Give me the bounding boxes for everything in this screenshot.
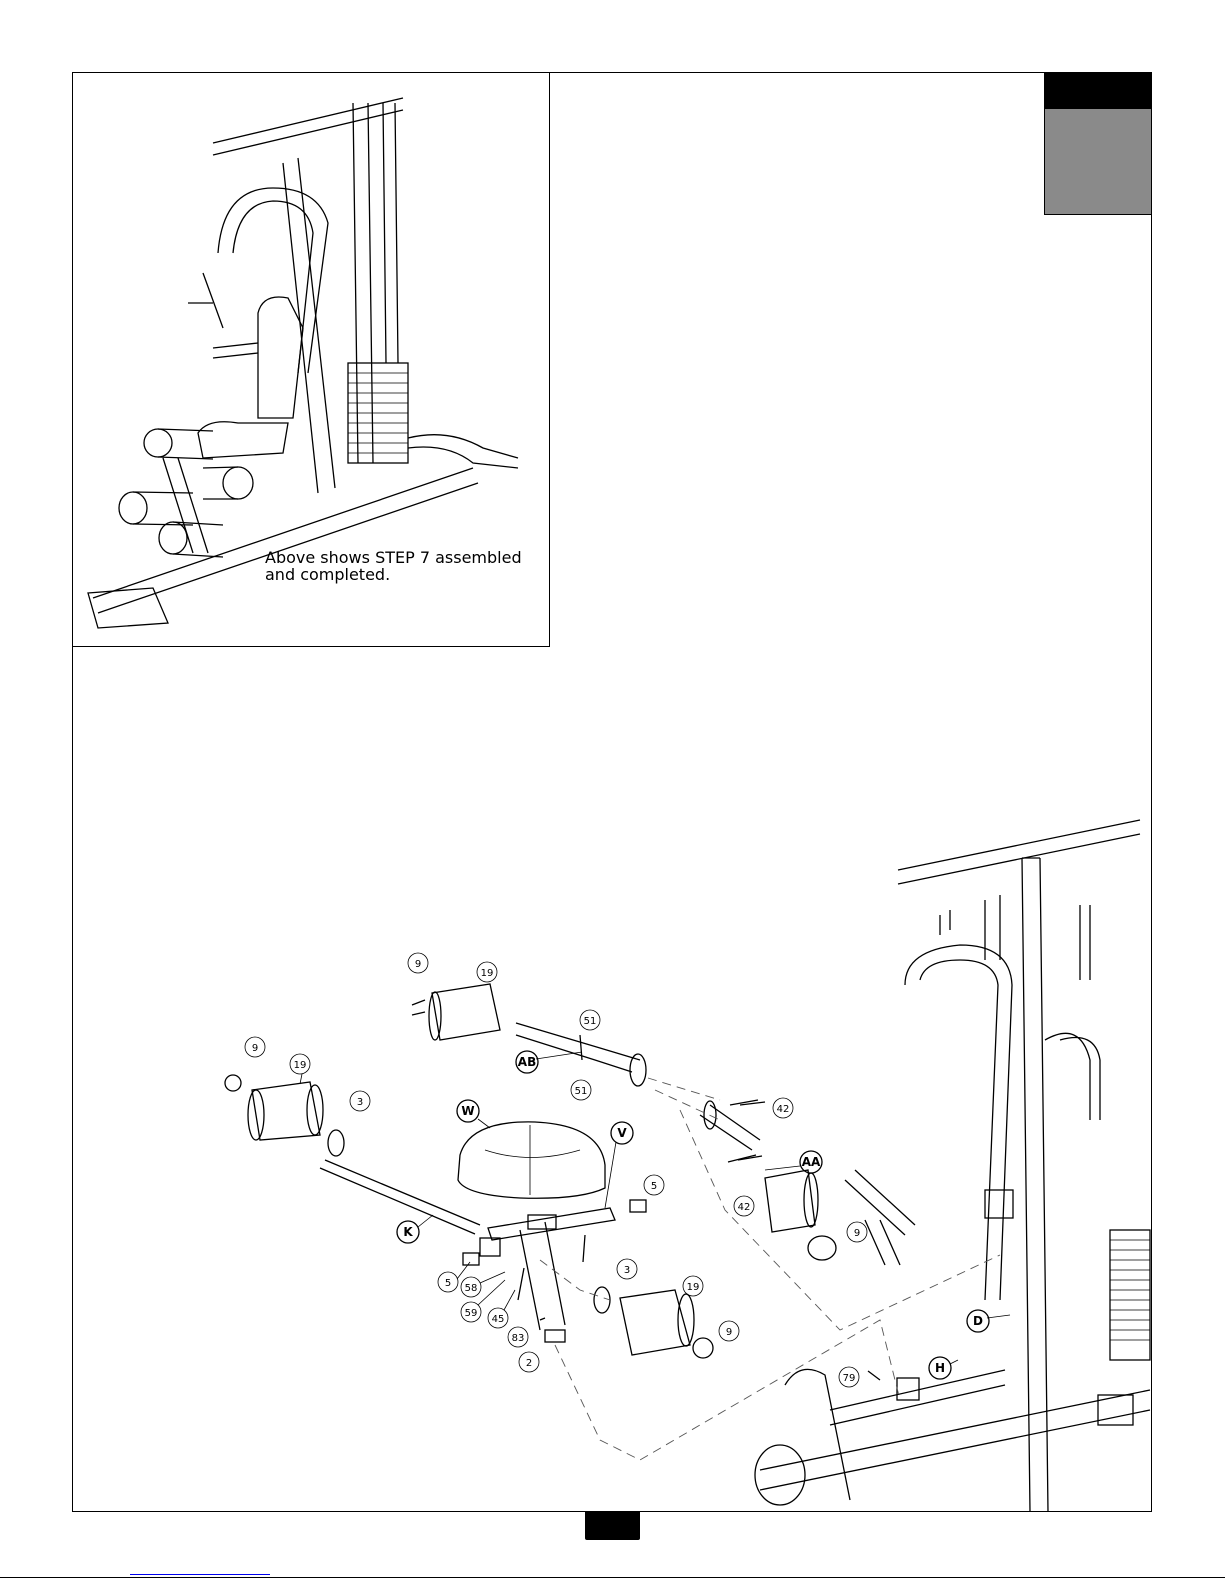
- callout-AB: AB: [518, 1055, 536, 1069]
- callout-9-left: 9: [252, 1043, 258, 1054]
- callout-V: V: [617, 1126, 627, 1140]
- callout-58: 58: [465, 1283, 478, 1294]
- callout-5-left: 5: [445, 1278, 451, 1289]
- callout-19-right: 19: [687, 1282, 700, 1293]
- callout-D: D: [973, 1314, 983, 1328]
- callout-19-top: 19: [481, 968, 494, 979]
- callout-9-right: 9: [854, 1228, 860, 1239]
- callout-K: K: [403, 1225, 413, 1239]
- assembly-guide-lines: [540, 1078, 1000, 1460]
- part-callouts: [245, 953, 1010, 1387]
- callout-3-left: 3: [357, 1097, 363, 1108]
- callout-W: W: [461, 1104, 474, 1118]
- callout-2: 2: [526, 1358, 532, 1369]
- callout-3-right: 3: [624, 1265, 630, 1276]
- callout-51-upper: 51: [584, 1016, 597, 1027]
- inset-caption: Above shows STEP 7 assembled and complet…: [265, 549, 522, 583]
- callout-19-left: 19: [294, 1060, 307, 1071]
- callout-42-lower: 42: [738, 1202, 751, 1213]
- callout-51-lower: 51: [575, 1086, 588, 1097]
- callout-45: 45: [492, 1314, 505, 1325]
- page-number-tab: [585, 1512, 640, 1540]
- callout-H: H: [935, 1361, 945, 1375]
- footer-rule: [0, 1577, 1225, 1578]
- footer-link[interactable]: [130, 1574, 270, 1575]
- callout-5-right: 5: [651, 1181, 657, 1192]
- callout-83: 83: [512, 1333, 525, 1344]
- callout-9-top: 9: [415, 959, 421, 970]
- callout-42-upper: 42: [777, 1104, 790, 1115]
- exploded-parts: [225, 984, 880, 1380]
- callout-9-bottom: 9: [726, 1327, 732, 1338]
- callout-AA: AA: [802, 1155, 821, 1169]
- callout-79: 79: [843, 1373, 856, 1384]
- callout-59: 59: [465, 1308, 478, 1319]
